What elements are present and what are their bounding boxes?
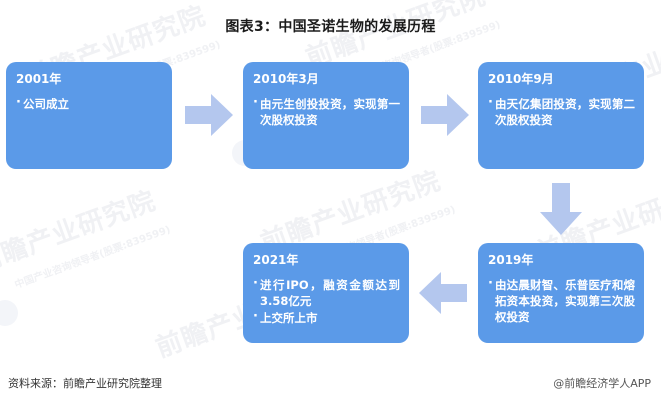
node-year-label: 2021年 xyxy=(253,253,299,267)
watermark-logo xyxy=(0,300,18,326)
node-bullet-list: 公司成立 xyxy=(16,95,163,112)
arrow-right-icon xyxy=(185,94,233,136)
page-title: 图表3：中国圣诺生物的发展历程 xyxy=(225,19,436,35)
node-bullet-list: 由达晨财智、乐普医疗和熔拓资本投资，实现第三次股权投资 xyxy=(488,276,635,325)
node-bullet: 上交所上市 xyxy=(253,309,400,326)
node-bullet: 由元生创投投资，实现第一次股权投资 xyxy=(253,95,400,128)
timeline-node-2010-03[interactable]: 2010年3月 由元生创投投资，实现第一次股权投资 xyxy=(243,62,409,169)
node-year-label: 2010年3月 xyxy=(253,72,319,86)
watermark-subtext: 中国产业咨询领导者(股票:839599) xyxy=(13,224,173,292)
node-bullet-list: 进行IPO，融资金额达到3.58亿元 上交所上市 xyxy=(253,276,400,326)
arrow-left-icon xyxy=(419,272,467,314)
node-bullet: 公司成立 xyxy=(16,95,163,112)
timeline-node-2001[interactable]: 2001年 公司成立 xyxy=(6,62,172,169)
app-watermark-note: @前瞻经济学人APP xyxy=(553,377,651,390)
timeline-node-2010-09[interactable]: 2010年9月 由天亿集团投资，实现第二次股权投资 xyxy=(478,62,644,169)
timeline-node-2019[interactable]: 2019年 由达晨财智、乐普医疗和熔拓资本投资，实现第三次股权投资 xyxy=(478,243,644,343)
node-bullet: 由达晨财智、乐普医疗和熔拓资本投资，实现第三次股权投资 xyxy=(488,276,635,325)
source-note: 资料来源：前瞻产业研究院整理 xyxy=(8,377,162,390)
timeline-node-2021[interactable]: 2021年 进行IPO，融资金额达到3.58亿元 上交所上市 xyxy=(243,243,409,343)
watermark-text: 前瞻产业研究院 xyxy=(0,185,160,279)
node-bullet-list: 由元生创投投资，实现第一次股权投资 xyxy=(253,95,400,128)
node-year-label: 2010年9月 xyxy=(488,72,554,86)
arrow-right-icon xyxy=(421,94,469,136)
node-year-label: 2019年 xyxy=(488,253,534,267)
arrow-down-icon xyxy=(540,183,582,235)
node-bullet: 由天亿集团投资，实现第二次股权投资 xyxy=(488,95,635,128)
node-year-label: 2001年 xyxy=(16,72,62,86)
node-bullet-list: 由天亿集团投资，实现第二次股权投资 xyxy=(488,95,635,128)
node-bullet: 进行IPO，融资金额达到3.58亿元 xyxy=(253,276,400,309)
